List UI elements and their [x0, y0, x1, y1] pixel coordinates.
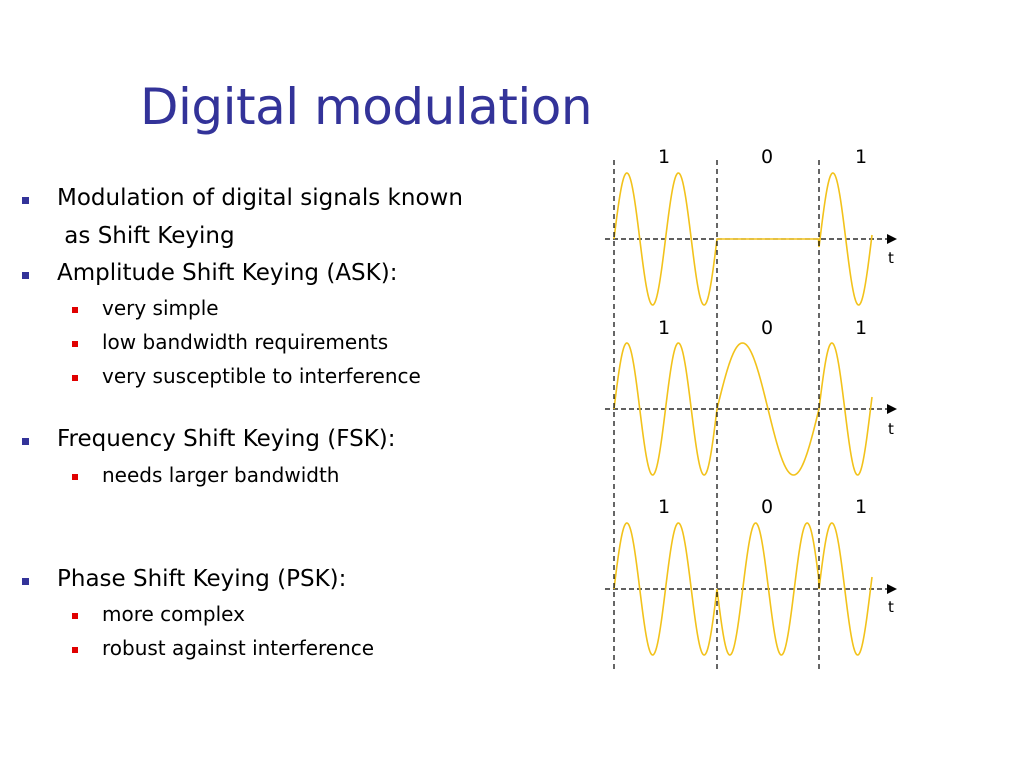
- axis-label: t: [888, 249, 894, 267]
- axis-arrowhead: [887, 404, 897, 414]
- psk-panel: 1 0 1 t: [605, 496, 897, 656]
- sub-bullet-marker: [72, 341, 78, 347]
- bullet-text: Phase Shift Keying (PSK):: [57, 566, 347, 592]
- bullet-marker: [22, 272, 29, 279]
- psk-waveform: [613, 522, 873, 656]
- bit-label: 1: [658, 146, 670, 168]
- sub-bullet-marker: [72, 647, 78, 653]
- bit-label: 1: [855, 496, 867, 518]
- sub-bullet-text: robust against interference: [102, 636, 375, 660]
- bullet-list: Modulation of digital signals known as S…: [22, 185, 463, 660]
- bit-label: 1: [658, 496, 670, 518]
- bullet-marker: [22, 438, 29, 445]
- bit-label: 0: [761, 496, 773, 518]
- sub-bullet-marker: [72, 307, 78, 313]
- sub-bullet-marker: [72, 375, 78, 381]
- fsk-panel: 1 0 1 t: [605, 317, 897, 476]
- bit-label: 0: [761, 317, 773, 339]
- sub-bullet-text: more complex: [102, 602, 245, 626]
- bullet-text: Frequency Shift Keying (FSK):: [57, 426, 396, 452]
- bit-label: 0: [761, 146, 773, 168]
- ask-panel: 1 0 1 t: [605, 146, 897, 306]
- bullet-text-continued: as Shift Keying: [57, 223, 235, 249]
- ask-waveform: [613, 172, 873, 306]
- bullet-marker: [22, 197, 29, 204]
- sub-bullet-marker: [72, 613, 78, 619]
- bit-label: 1: [855, 146, 867, 168]
- axis-label: t: [888, 420, 894, 438]
- sub-bullet-text: low bandwidth requirements: [102, 330, 389, 354]
- slide-title: Digital modulation: [140, 78, 593, 136]
- bullet-marker: [22, 578, 29, 585]
- fsk-waveform: [613, 342, 873, 476]
- bullet-text: Modulation of digital signals known: [57, 185, 463, 211]
- axis-arrowhead: [887, 234, 897, 244]
- axis-arrowhead: [887, 584, 897, 594]
- sub-bullet-text: very simple: [102, 296, 219, 320]
- sub-bullet-text: needs larger bandwidth: [102, 463, 340, 487]
- axis-label: t: [888, 598, 894, 616]
- sub-bullet-marker: [72, 474, 78, 480]
- bit-label: 1: [658, 317, 670, 339]
- bit-label: 1: [855, 317, 867, 339]
- sub-bullet-text: very susceptible to interference: [102, 364, 421, 388]
- bullet-text: Amplitude Shift Keying (ASK):: [57, 260, 398, 286]
